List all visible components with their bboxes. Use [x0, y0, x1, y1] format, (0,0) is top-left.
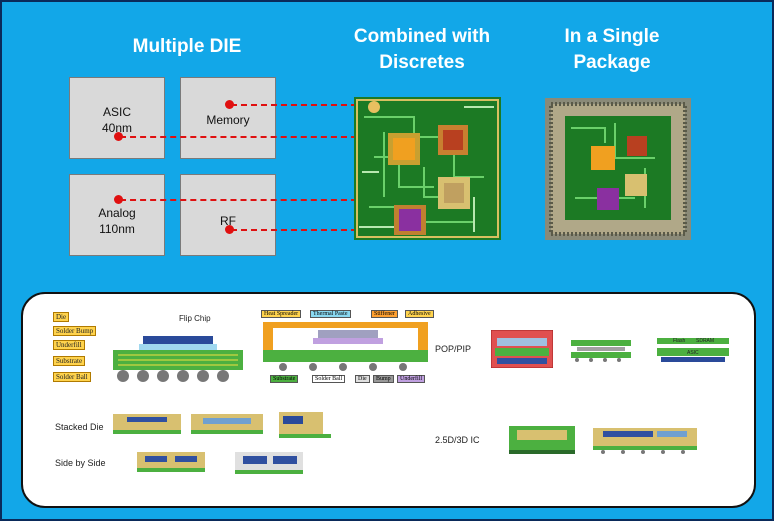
- ic-25d-3d-title: 2.5D/3D IC: [435, 435, 480, 445]
- pop-pip-diagram-2: [571, 340, 631, 362]
- pop-pip-diagram-3: [657, 338, 729, 362]
- combined-board-image: [354, 97, 501, 240]
- heading-combined-with-discretes: Combined with Discretes: [332, 24, 512, 76]
- die-asic-name: ASIC: [102, 105, 131, 119]
- die-analog-node: 110nm: [99, 222, 135, 236]
- legend-die: Die: [355, 375, 370, 383]
- single-package-image: [545, 98, 691, 240]
- side-by-side-diagram-2: [235, 452, 303, 474]
- legend-thermal-paste: Thermal Paste: [310, 310, 351, 318]
- pop-chip-label-asic: ASIC: [687, 350, 699, 356]
- connector-dot-rf: [225, 225, 234, 234]
- connector-dot-asic: [114, 132, 123, 141]
- die-analog: Analog 110nm: [69, 174, 165, 256]
- connector-analog: [120, 199, 357, 201]
- packaging-types-panel: Die Solder Bump Underfill Substrate Sold…: [21, 292, 756, 508]
- callout-solder-ball: Solder Ball: [53, 372, 91, 382]
- legend-underfill: Underfill: [397, 375, 425, 383]
- die-memory-name: Memory: [206, 113, 250, 127]
- die-analog-name: Analog: [98, 206, 136, 220]
- legend-substrate: Substrate: [270, 375, 299, 383]
- callout-underfill: Underfill: [53, 340, 85, 350]
- stacked-die-diagram-2: [191, 414, 263, 434]
- die-rf-name: RF: [220, 214, 236, 228]
- stacked-die-diagram-3: [279, 412, 331, 438]
- callout-substrate: Substrate: [53, 356, 86, 366]
- legend-stiffener: Stiffener: [371, 310, 398, 318]
- heading-combined-line1: Combined with: [353, 26, 491, 47]
- side-by-side-diagram-1: [137, 452, 205, 472]
- callout-solder-bump: Solder Bump: [53, 326, 97, 336]
- die-asic: ASIC 40nm: [69, 77, 165, 159]
- heat-spreader-diagram: [263, 322, 428, 371]
- die-memory: Memory: [180, 77, 276, 159]
- connector-memory: [231, 104, 357, 106]
- callout-die: Die: [53, 312, 70, 322]
- heading-combined-line2: Discretes: [379, 52, 465, 73]
- legend-adhesive: Adhesive: [405, 310, 434, 318]
- pop-pip-title: POP/PIP: [435, 344, 472, 354]
- flip-chip-title: Flip Chip: [179, 314, 211, 323]
- stacked-die-title: Stacked Die: [55, 422, 104, 432]
- heading-single-package: In a Single Package: [537, 24, 687, 76]
- die-rf: RF: [180, 174, 276, 256]
- legend-bump: Bump: [373, 375, 394, 383]
- connector-dot-memory: [225, 100, 234, 109]
- heading-multiple-die: Multiple DIE: [132, 36, 242, 57]
- ic-3d-diagram: [593, 428, 697, 454]
- connector-asic: [120, 136, 357, 138]
- heading-single-line1: In a Single: [564, 26, 660, 47]
- flip-chip-diagram: [113, 336, 243, 382]
- legend-heat-spreader: Heat Spreader: [261, 310, 302, 318]
- heading-single-line2: Package: [573, 52, 651, 73]
- connector-dot-analog: [114, 195, 123, 204]
- die-asic-node: 40nm: [101, 121, 133, 135]
- legend-solder-ball: Solder Ball: [312, 375, 346, 383]
- ic-25d-diagram: [509, 426, 575, 454]
- side-by-side-title: Side by Side: [55, 458, 106, 468]
- pop-chip-label-flash: Flash: [673, 338, 686, 344]
- stacked-die-diagram-1: [113, 414, 181, 434]
- pop-pip-diagram-1: [491, 330, 553, 368]
- connector-rf: [231, 229, 357, 231]
- pop-chip-label-sdram: SDRAM: [696, 338, 715, 344]
